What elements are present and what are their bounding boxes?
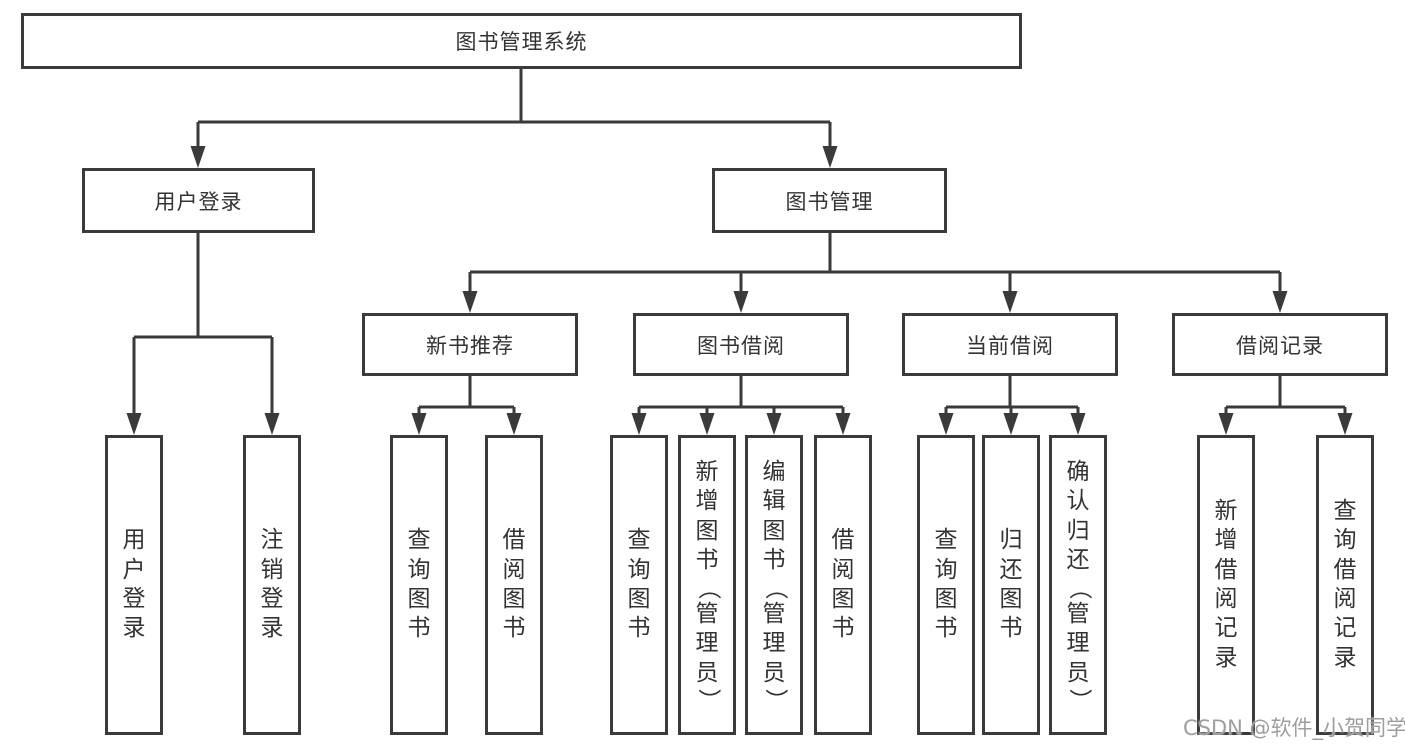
connector-line-group: [132, 68, 1347, 418]
csdn-watermark: CSDN @软件_小贺同学: [1183, 716, 1405, 740]
leaf-borrow-add-book-admin: 新增图书（管理员）: [678, 435, 736, 735]
leaf-logout-login: 注销登录: [243, 435, 301, 735]
leaf-borrow-query-book: 查询图书: [610, 435, 668, 735]
leaf-borrow-borrow-book: 借阅图书: [814, 435, 872, 735]
node-borrow-records: 借阅记录: [1172, 313, 1388, 376]
node-book-borrow: 图书借阅: [633, 313, 849, 376]
leaf-recommend-query-book: 查询图书: [390, 435, 448, 735]
node-user-login: 用户登录: [82, 168, 315, 233]
node-book-management: 图书管理: [712, 168, 947, 233]
leaf-records-add-record: 新增借阅记录: [1197, 435, 1255, 735]
leaf-recommend-borrow-book: 借阅图书: [485, 435, 543, 735]
leaf-current-query-book: 查询图书: [917, 435, 975, 735]
leaf-current-return-book: 归还图书: [982, 435, 1040, 735]
arrowheads: [126, 146, 1353, 435]
leaf-current-confirm-return-admin: 确认归还（管理员）: [1049, 435, 1107, 735]
node-current-borrow: 当前借阅: [902, 313, 1118, 376]
leaf-borrow-edit-book-admin: 编辑图书（管理员）: [745, 435, 803, 735]
leaf-user-login: 用户登录: [105, 435, 163, 735]
node-new-book-recommend: 新书推荐: [362, 313, 578, 376]
node-root: 图书管理系统: [21, 13, 1022, 69]
leaf-records-query-record: 查询借阅记录: [1316, 435, 1374, 735]
